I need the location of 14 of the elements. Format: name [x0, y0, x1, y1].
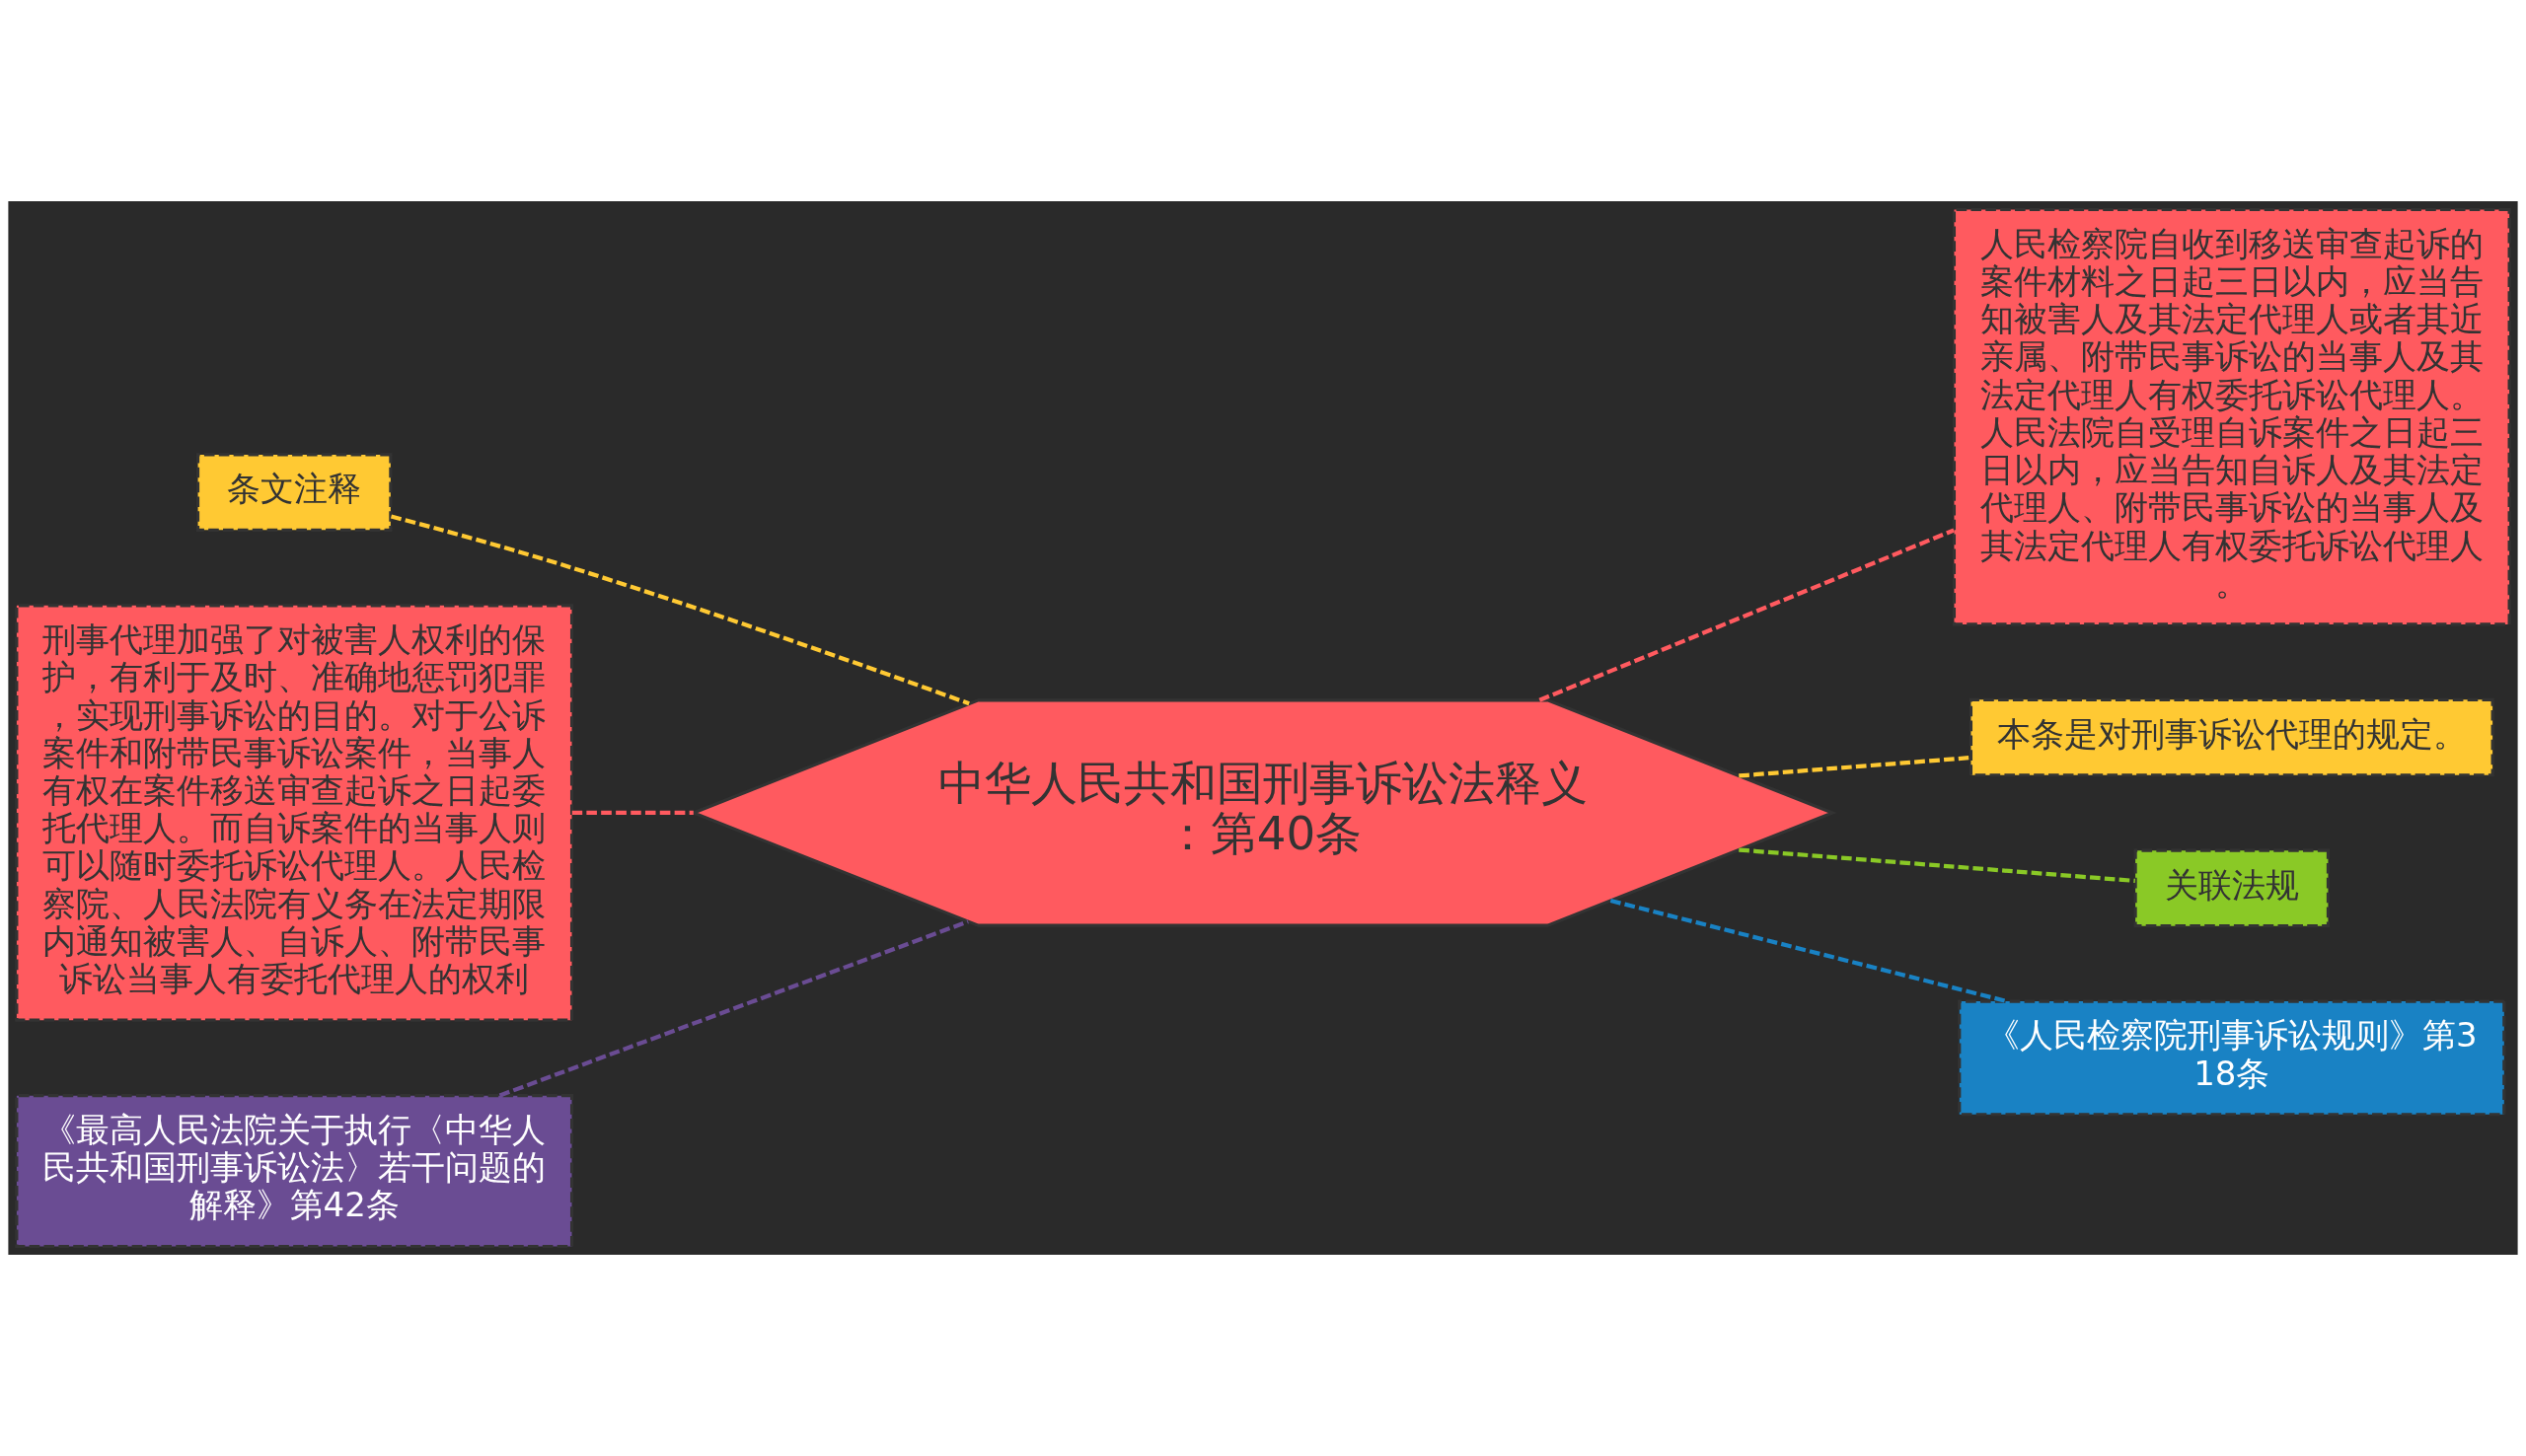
- node-box: 关联法规: [2133, 848, 2331, 928]
- node-box: 《人民检察院刑事诉讼规则》第318条: [1958, 999, 2506, 1117]
- connector: [571, 810, 694, 816]
- connector: [1739, 755, 1971, 778]
- node-box: 人民检察院自收到移送审查起诉的案件材料之日起三日以内，应当告知被害人及其法定代理人或者其近亲属、附带民事诉讼的当事人及其法定代理人有权委托诉讼代理人。人民法院自受理自诉案件之日起三日以内，应当告知自诉人及其法定代理人、附带民事诉讼的当事人及其法定代理人有权委托诉讼代理人。: [1952, 207, 2511, 626]
- node-box: 条文注释: [195, 453, 393, 532]
- connector: [1739, 847, 2136, 884]
- connector: [1609, 898, 2008, 1004]
- node-box: 刑事代理加强了对被害人权利的保护，有利于及时、准确地惩罚犯罪，实现刑事诉讼的目的。对于公诉案件和附带民事诉讼案件，当事人有权在案件移送审查起诉之日起委托代理人。而自诉案件的当事人则可以随时委托诉讼代理人。人民检察院、人民法院有义务在法定期限内通知被害人、自诉人、附带民事诉讼当事人有委托代理人的权利: [15, 604, 574, 1022]
- node-box: 《最高人民法院关于执行〈中华人民共和国刑事诉讼法〉若干问题的解释》第42条: [15, 1094, 574, 1249]
- connector: [498, 919, 969, 1098]
- connector: [390, 514, 970, 706]
- node-box: 本条是对刑事诉讼代理的规定。: [1969, 697, 2494, 777]
- connector: [1538, 528, 1955, 702]
